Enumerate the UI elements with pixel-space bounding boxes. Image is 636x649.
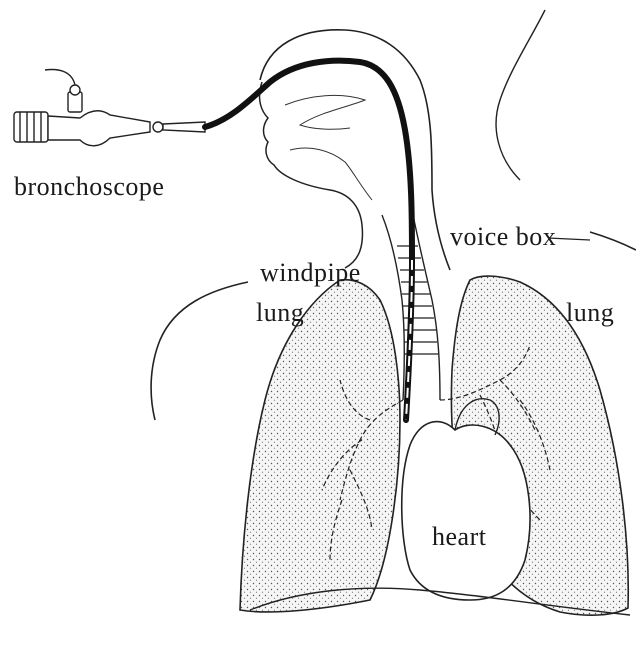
right-shoulder-outline <box>590 232 636 250</box>
windpipe-label: windpipe <box>260 258 361 288</box>
bronchoscope-handle <box>14 70 205 146</box>
left-lung-label: lung <box>256 298 304 328</box>
right-neck-outline <box>496 10 545 180</box>
heart <box>402 422 530 600</box>
left-lung <box>240 280 400 612</box>
left-shoulder-outline <box>151 282 248 420</box>
right-lung-label: lung <box>566 298 614 328</box>
trachea-right-wall <box>412 210 440 400</box>
face-profile <box>260 82 363 268</box>
head-profile <box>260 30 450 270</box>
nasal-cavity <box>285 95 365 129</box>
mouth-cavity <box>290 148 372 200</box>
voice-box-label: voice box <box>450 222 556 252</box>
heart-label: heart <box>432 522 486 552</box>
bronchoscope-label: bronchoscope <box>14 172 164 202</box>
